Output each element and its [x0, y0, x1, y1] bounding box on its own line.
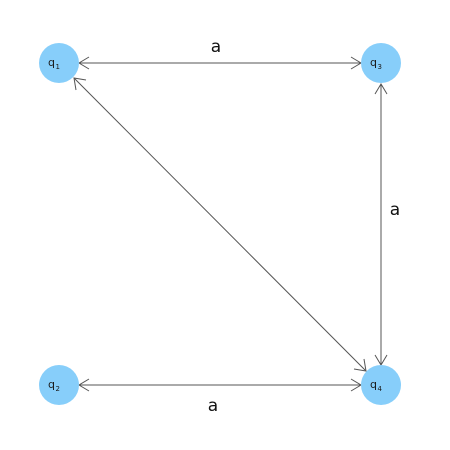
node-q2-circle: [39, 365, 79, 405]
node-q4[interactable]: q4: [361, 365, 401, 405]
arrowhead-at-q3-vertical: [374, 83, 388, 95]
edge-line-q1-q4: [73, 77, 367, 372]
node-q2-label: q2: [48, 378, 60, 393]
edge-q3-q4: a: [374, 83, 400, 366]
node-q1[interactable]: q1: [39, 43, 79, 83]
node-q4-label: q4: [370, 378, 382, 393]
edge-q1-q3: a: [78, 37, 362, 70]
node-q2[interactable]: q2: [39, 365, 79, 405]
edge-label-q1-q3: a: [211, 37, 221, 57]
node-q4-circle: [361, 365, 401, 405]
node-q3-label: q3: [370, 56, 382, 71]
node-q1-label: q1: [48, 56, 60, 71]
node-q3[interactable]: q3: [361, 43, 401, 83]
edge-label-q3-q4: a: [390, 200, 400, 220]
edge-q1-q4: [73, 77, 367, 372]
arrowhead-at-q4-diagonal: [353, 358, 367, 372]
node-q1-circle: [39, 43, 79, 83]
edge-label-q2-q4: a: [208, 396, 218, 416]
edge-q2-q4: a: [78, 378, 362, 416]
node-q3-circle: [361, 43, 401, 83]
arrowhead-at-q1-diagonal: [73, 77, 87, 91]
